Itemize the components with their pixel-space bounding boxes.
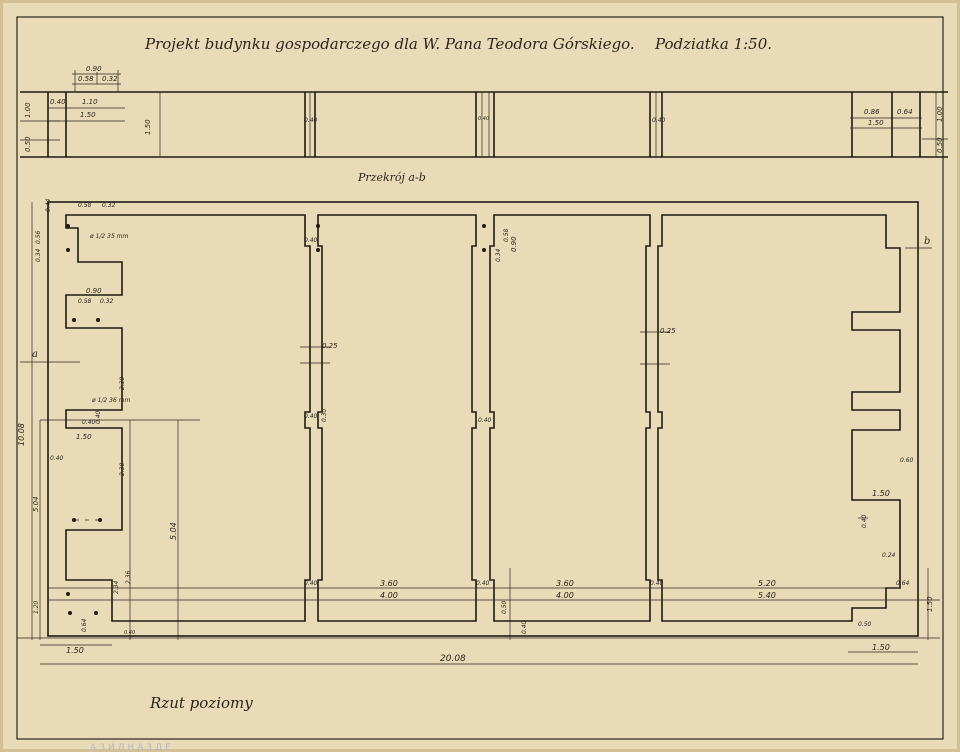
bottom-dim-4-00-1: 4.00: [380, 591, 398, 600]
dim-0-86: 0.86: [864, 108, 880, 116]
plan-dim-0-40-d: 0.40: [124, 630, 135, 636]
drawing-frame: [16, 16, 944, 740]
wall-dim-0-25-2: 0.25: [660, 327, 676, 335]
room-2-outline: [317, 214, 477, 622]
dim-pier-1: 0.40: [304, 117, 318, 124]
dim-0-50-right: 0.50: [936, 137, 944, 153]
wall-dim-0-25-1: 0.25: [322, 342, 338, 350]
section-label: Przekrój a-b: [357, 171, 426, 184]
bottom-dim-4-00-2: 4.00: [556, 591, 574, 600]
bottom-dim-3-60-2: 3.60: [556, 579, 574, 588]
plan-note-bolt-2: ø 1/2 36 mm: [91, 397, 131, 404]
plan-dim-2-30-lower: 2.30: [119, 462, 126, 476]
right-dim-0-60: 0.60: [900, 457, 914, 464]
wall-dim-0-34: 0.34: [495, 248, 502, 262]
plan-dim-0-40-b: 0.40: [95, 410, 102, 424]
plan-dim-1-50-left: 1.50: [76, 433, 92, 441]
right-dim-0-40: 0.40: [861, 514, 868, 528]
dim-0-58: 0.58: [78, 75, 94, 83]
plan-dim-0-58-mid: 0.58: [78, 298, 92, 305]
dim-1-00-right: 1.00: [936, 106, 944, 122]
plan-label: Rzut poziomy: [149, 694, 253, 712]
plan-dim-2-34: 2.34: [113, 580, 120, 594]
wall-dim-0-40-2: 0.40: [304, 413, 318, 420]
dim-0-40: 0.40: [50, 98, 66, 106]
dim-1-50: 1.50: [80, 111, 96, 119]
section-mark-b: b: [924, 236, 930, 247]
plan-dim-0-56: 0.56: [35, 230, 42, 244]
dim-1-10: 1.10: [82, 98, 98, 106]
dim-1-50-vertical: 1.50: [144, 119, 152, 135]
dim-pier-3: 0.40: [652, 117, 666, 124]
section-mark-a: a: [32, 349, 38, 360]
plan-dim-0-44: 0.44: [45, 198, 52, 212]
plan-dim-1-50-bottom: 1.50: [66, 646, 84, 655]
bottom-dim-0-50: 0.50: [501, 600, 508, 614]
right-dim-1-50-a: 1.50: [872, 489, 890, 498]
plan-dim-0-90: 0.90: [86, 287, 102, 295]
archive-stamp: АЗИЛНАЗДЕ: [90, 743, 174, 752]
plan-dim-2-36: 2.36: [125, 570, 132, 584]
plan-dim-0-40-c: 0.40: [50, 455, 64, 462]
dim-0-32: 0.32: [102, 75, 118, 83]
plan-dim-5-04-center: 5.04: [169, 522, 178, 540]
plan-dim-20-08: 20.08: [440, 654, 466, 664]
bottom-dim-0-40-5: 0.40: [521, 620, 528, 634]
right-dim-0-24: 0.24: [882, 552, 896, 559]
wall-dim-0-40-3: 0.40: [478, 417, 492, 424]
plan-dim-5-04-left: 5.04: [32, 496, 40, 512]
bottom-dim-5-40: 5.40: [758, 591, 776, 600]
anchor-bolts: [66, 224, 486, 615]
plan-dim-1-20: 1.20: [33, 600, 40, 614]
dim-0-64: 0.64: [897, 108, 913, 116]
room-3-outline: [489, 214, 651, 622]
dim-1-50-right: 1.50: [868, 119, 884, 127]
dim-pier-2: 0.40: [478, 116, 489, 122]
wall-dim-0-58: 0.58: [503, 228, 510, 242]
plan-dim-0-32-top: 0.32: [102, 202, 116, 209]
bottom-dim-0-40-3: 0.40: [650, 580, 664, 587]
bottom-dim-3-60-1: 3.60: [380, 579, 398, 588]
plan-note-bolt-1: ø 1/2 35 mm: [89, 233, 129, 240]
dim-0-90: 0.90: [86, 65, 102, 73]
right-dim-0-50: 0.50: [858, 621, 872, 628]
bottom-dim-0-40-2: 0.40: [476, 580, 490, 587]
right-dim-1-50-b: 1.50: [872, 643, 890, 652]
section-a-b: 0.90 0.58 0.32 0.40 1.10 1.50 1.00 0.50 …: [20, 65, 948, 158]
plan-dim-0-58-top: 0.58: [78, 202, 92, 209]
dim-0-50-left: 0.50: [24, 136, 32, 152]
bottom-dim-0-40-1: 0.40: [304, 580, 318, 587]
bottom-dim-5-20: 5.20: [758, 579, 776, 588]
right-dim-1-50-c: 1.50: [926, 596, 934, 612]
plan-dim-0-32-mid: 0.32: [100, 298, 114, 305]
wall-dim-0-90: 0.90: [510, 236, 518, 252]
drawing-scale: Podziatka 1:50.: [654, 35, 772, 53]
plan-dim-10-08: 10.08: [17, 423, 26, 446]
wall-dim-0-30: 0.30: [321, 408, 328, 422]
outer-wall: [47, 201, 919, 637]
bottom-dim-0-64: 0.64: [896, 580, 910, 587]
wall-dim-0-40-1: 0.40: [304, 237, 318, 244]
dim-1-00-left: 1.00: [24, 102, 32, 118]
room-1-outline: [65, 214, 311, 622]
drawing-title: Projekt budynku gospodarczego dla W. Pan…: [144, 35, 635, 53]
floor-plan: 0.44 0.58 0.32 0.56 0.34 ø 1/2 35 mm 0.9…: [17, 198, 940, 665]
plan-dim-0-64-left: 0.64: [81, 618, 88, 632]
plan-dim-0-34: 0.34: [35, 248, 42, 262]
plan-dim-0-40-a: 0.40: [82, 419, 96, 426]
plan-dim-2-30-upper: 2.30: [119, 376, 126, 390]
room-4-outline: [657, 214, 901, 622]
